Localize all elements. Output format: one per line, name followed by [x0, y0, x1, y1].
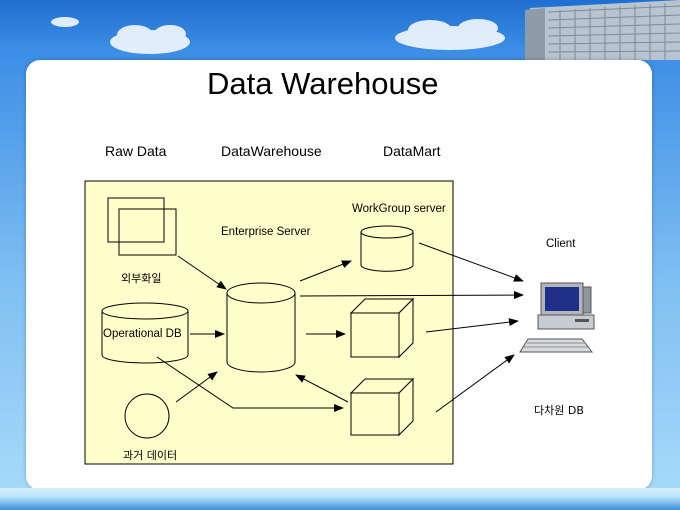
- arrow-legacy-to-enterprise: [175, 371, 218, 403]
- computer-icon: [519, 282, 595, 353]
- arrow-cube2-to-enterprise: [295, 374, 349, 403]
- enterprise-server-label: Enterprise Server: [221, 226, 311, 238]
- legacy-data-label: 과거 데이터: [123, 449, 178, 462]
- cloud-icon: [51, 17, 505, 54]
- arrow-enterprise-to-workgroup: [299, 260, 352, 282]
- multidim-db-label: 다차원 DB: [534, 404, 584, 417]
- arrow-files-to-enterprise: [177, 255, 227, 290]
- arrow-workgroup-to-client: [418, 242, 524, 282]
- workgroup-server-cylinder: [360, 225, 414, 272]
- legacy-data-circle: [124, 393, 170, 439]
- datamart-cube-1: [349, 297, 415, 359]
- column-header-datamart: DataMart: [383, 143, 441, 159]
- external-files-icon: [107, 197, 177, 256]
- external-files-label: 외부화일: [121, 272, 162, 285]
- arrow-cube2-to-client: [435, 354, 515, 413]
- operational-db-label: Operational DB: [103, 328, 182, 340]
- datamart-cube-2: [349, 377, 415, 437]
- column-header-datawarehouse: DataWarehouse: [221, 143, 322, 159]
- arrow-enterprise-to-client: [299, 291, 524, 300]
- slide-title: Data Warehouse: [207, 66, 439, 101]
- enterprise-server-cylinder: [226, 282, 296, 373]
- bottom-band: [0, 488, 680, 510]
- arrow-cube1-to-client: [425, 318, 519, 333]
- building-icon: [525, 0, 680, 60]
- client-label: Client: [546, 238, 576, 250]
- diagram-arrows: [156, 242, 524, 413]
- column-header-raw-data: Raw Data: [105, 143, 167, 159]
- workgroup-server-label: WorkGroup server: [352, 203, 446, 215]
- operational-db-cylinder: [101, 302, 189, 364]
- arrow-opdb-to-cube2: [156, 356, 344, 412]
